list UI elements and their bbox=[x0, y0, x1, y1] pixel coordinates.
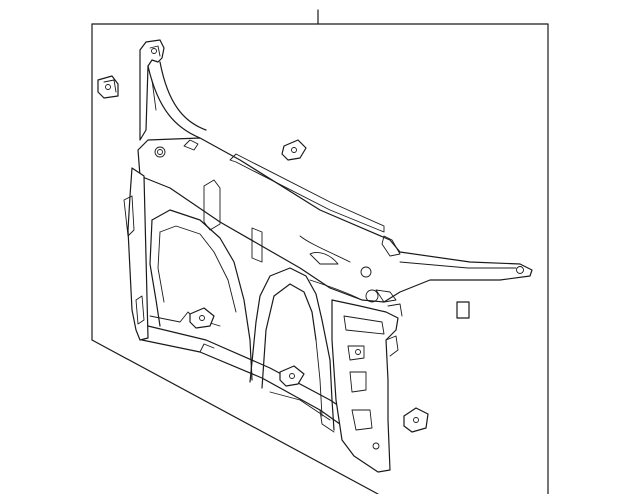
radiator-support-panel bbox=[123, 39, 533, 473]
clip-nut-left-top bbox=[97, 75, 119, 99]
clip-nut-lower-center bbox=[279, 365, 305, 387]
clip-nut-center-top bbox=[281, 139, 307, 161]
clip-nut-lower-left bbox=[189, 307, 215, 329]
rectangular-plug bbox=[456, 301, 470, 319]
clip-nut-right-bottom bbox=[403, 407, 429, 433]
perspective-frame bbox=[91, 23, 549, 494]
